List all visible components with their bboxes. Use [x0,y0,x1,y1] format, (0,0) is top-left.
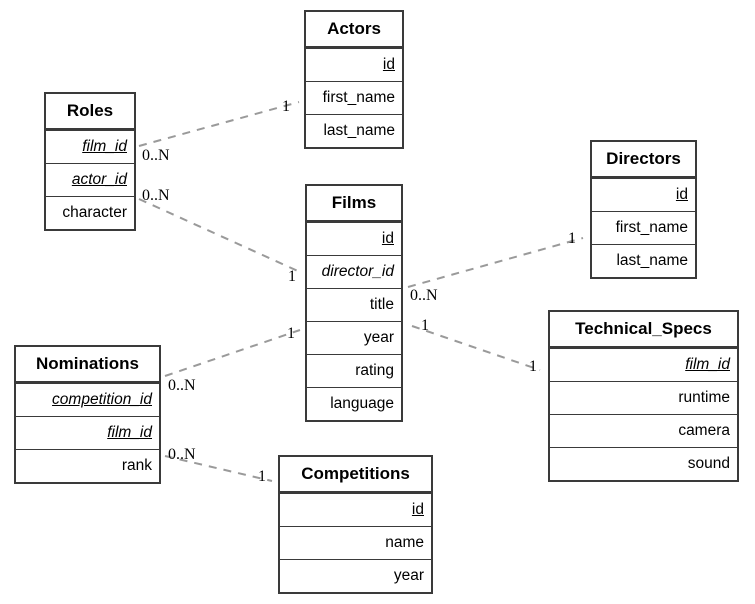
cardinality-label-nominations-competitions-target: 1 [258,468,266,485]
entity-table-actors[interactable]: Actors id first_name last_name [304,10,404,149]
attribute-row[interactable]: camera [550,414,737,447]
cardinality-label-roles-actors-source: 0..N [142,147,170,164]
attribute-label: sound [687,455,730,472]
attribute-row[interactable]: rating [307,354,401,387]
attribute-row[interactable]: id [307,222,401,255]
attribute-row[interactable]: competition_id [16,383,159,416]
attribute-row[interactable]: name [280,526,431,559]
attribute-label: character [62,204,127,221]
attribute-row[interactable]: language [307,387,401,420]
attribute-label: film_id [107,424,152,441]
entity-title-competitions: Competitions [280,457,431,493]
entity-table-directors[interactable]: Directors id first_name last_name [590,140,697,279]
attribute-row[interactable]: director_id [307,255,401,288]
attribute-label: actor_id [71,171,127,188]
attribute-label: id [382,56,395,73]
attribute-row[interactable]: rank [16,449,159,482]
attribute-row[interactable]: id [306,48,402,81]
cardinality-label-roles-actors-target: 1 [282,98,290,115]
relationship-line-films-technical_specs [411,325,541,371]
cardinality-label-films-directors-source: 0..N [410,287,438,304]
attribute-label: id [381,230,394,247]
cardinality-label-roles-films-source: 0..N [142,187,170,204]
entity-title-films: Films [307,186,401,222]
attribute-row[interactable]: last_name [306,114,402,147]
attribute-row[interactable]: sound [550,447,737,480]
attribute-row[interactable]: id [592,178,695,211]
cardinality-label-nominations-competitions-source: 0..N [168,446,196,463]
attribute-label: film_id [82,138,127,155]
attribute-row[interactable]: film_id [550,348,737,381]
relationship-line-roles-actors [138,101,300,147]
cardinality-label-films-directors-target: 1 [568,230,576,247]
attribute-row[interactable]: character [46,196,134,229]
cardinality-label-roles-films-target: 1 [288,268,296,285]
attribute-label: competition_id [52,391,152,408]
cardinality-label-nominations-films-target: 1 [287,325,295,342]
attribute-label: last_name [616,252,688,269]
attribute-label: id [411,501,424,518]
relationship-line-nominations-films [164,329,301,377]
attribute-row[interactable]: film_id [16,416,159,449]
entity-title-technical_specs: Technical_Specs [550,312,737,348]
attribute-label: year [363,329,394,346]
entity-title-directors: Directors [592,142,695,178]
attribute-label: name [385,534,424,551]
attribute-row[interactable]: actor_id [46,163,134,196]
cardinality-label-nominations-films-source: 0..N [168,377,196,394]
attribute-label: film_id [685,356,730,373]
attribute-row[interactable]: first_name [306,81,402,114]
attribute-label: last_name [323,122,395,139]
attribute-row[interactable]: runtime [550,381,737,414]
attribute-label: camera [678,422,730,439]
attribute-label: id [675,186,688,203]
attribute-row[interactable]: year [280,559,431,592]
attribute-label: language [330,395,394,412]
attribute-label: first_name [615,219,688,236]
attribute-label: year [393,567,424,584]
attribute-label: rating [355,362,394,379]
attribute-row[interactable]: id [280,493,431,526]
attribute-row[interactable]: last_name [592,244,695,277]
attribute-label: first_name [322,89,395,106]
attribute-row[interactable]: film_id [46,130,134,163]
entity-title-roles: Roles [46,94,134,130]
attribute-row[interactable]: year [307,321,401,354]
attribute-row[interactable]: first_name [592,211,695,244]
attribute-label: title [369,296,394,313]
entity-table-roles[interactable]: Roles film_id actor_id character [44,92,136,231]
relationship-line-films-directors [407,237,584,288]
entity-title-actors: Actors [306,12,402,48]
entity-title-nominations: Nominations [16,347,159,383]
attribute-label: runtime [678,389,730,406]
attribute-label: rank [121,457,152,474]
relationship-line-roles-films [138,198,301,273]
attribute-label: director_id [321,263,394,280]
cardinality-label-films-technical_specs-source: 1 [421,317,429,334]
cardinality-label-films-technical_specs-target: 1 [529,358,537,375]
attribute-row[interactable]: title [307,288,401,321]
entity-table-competitions[interactable]: Competitions id name year [278,455,433,594]
